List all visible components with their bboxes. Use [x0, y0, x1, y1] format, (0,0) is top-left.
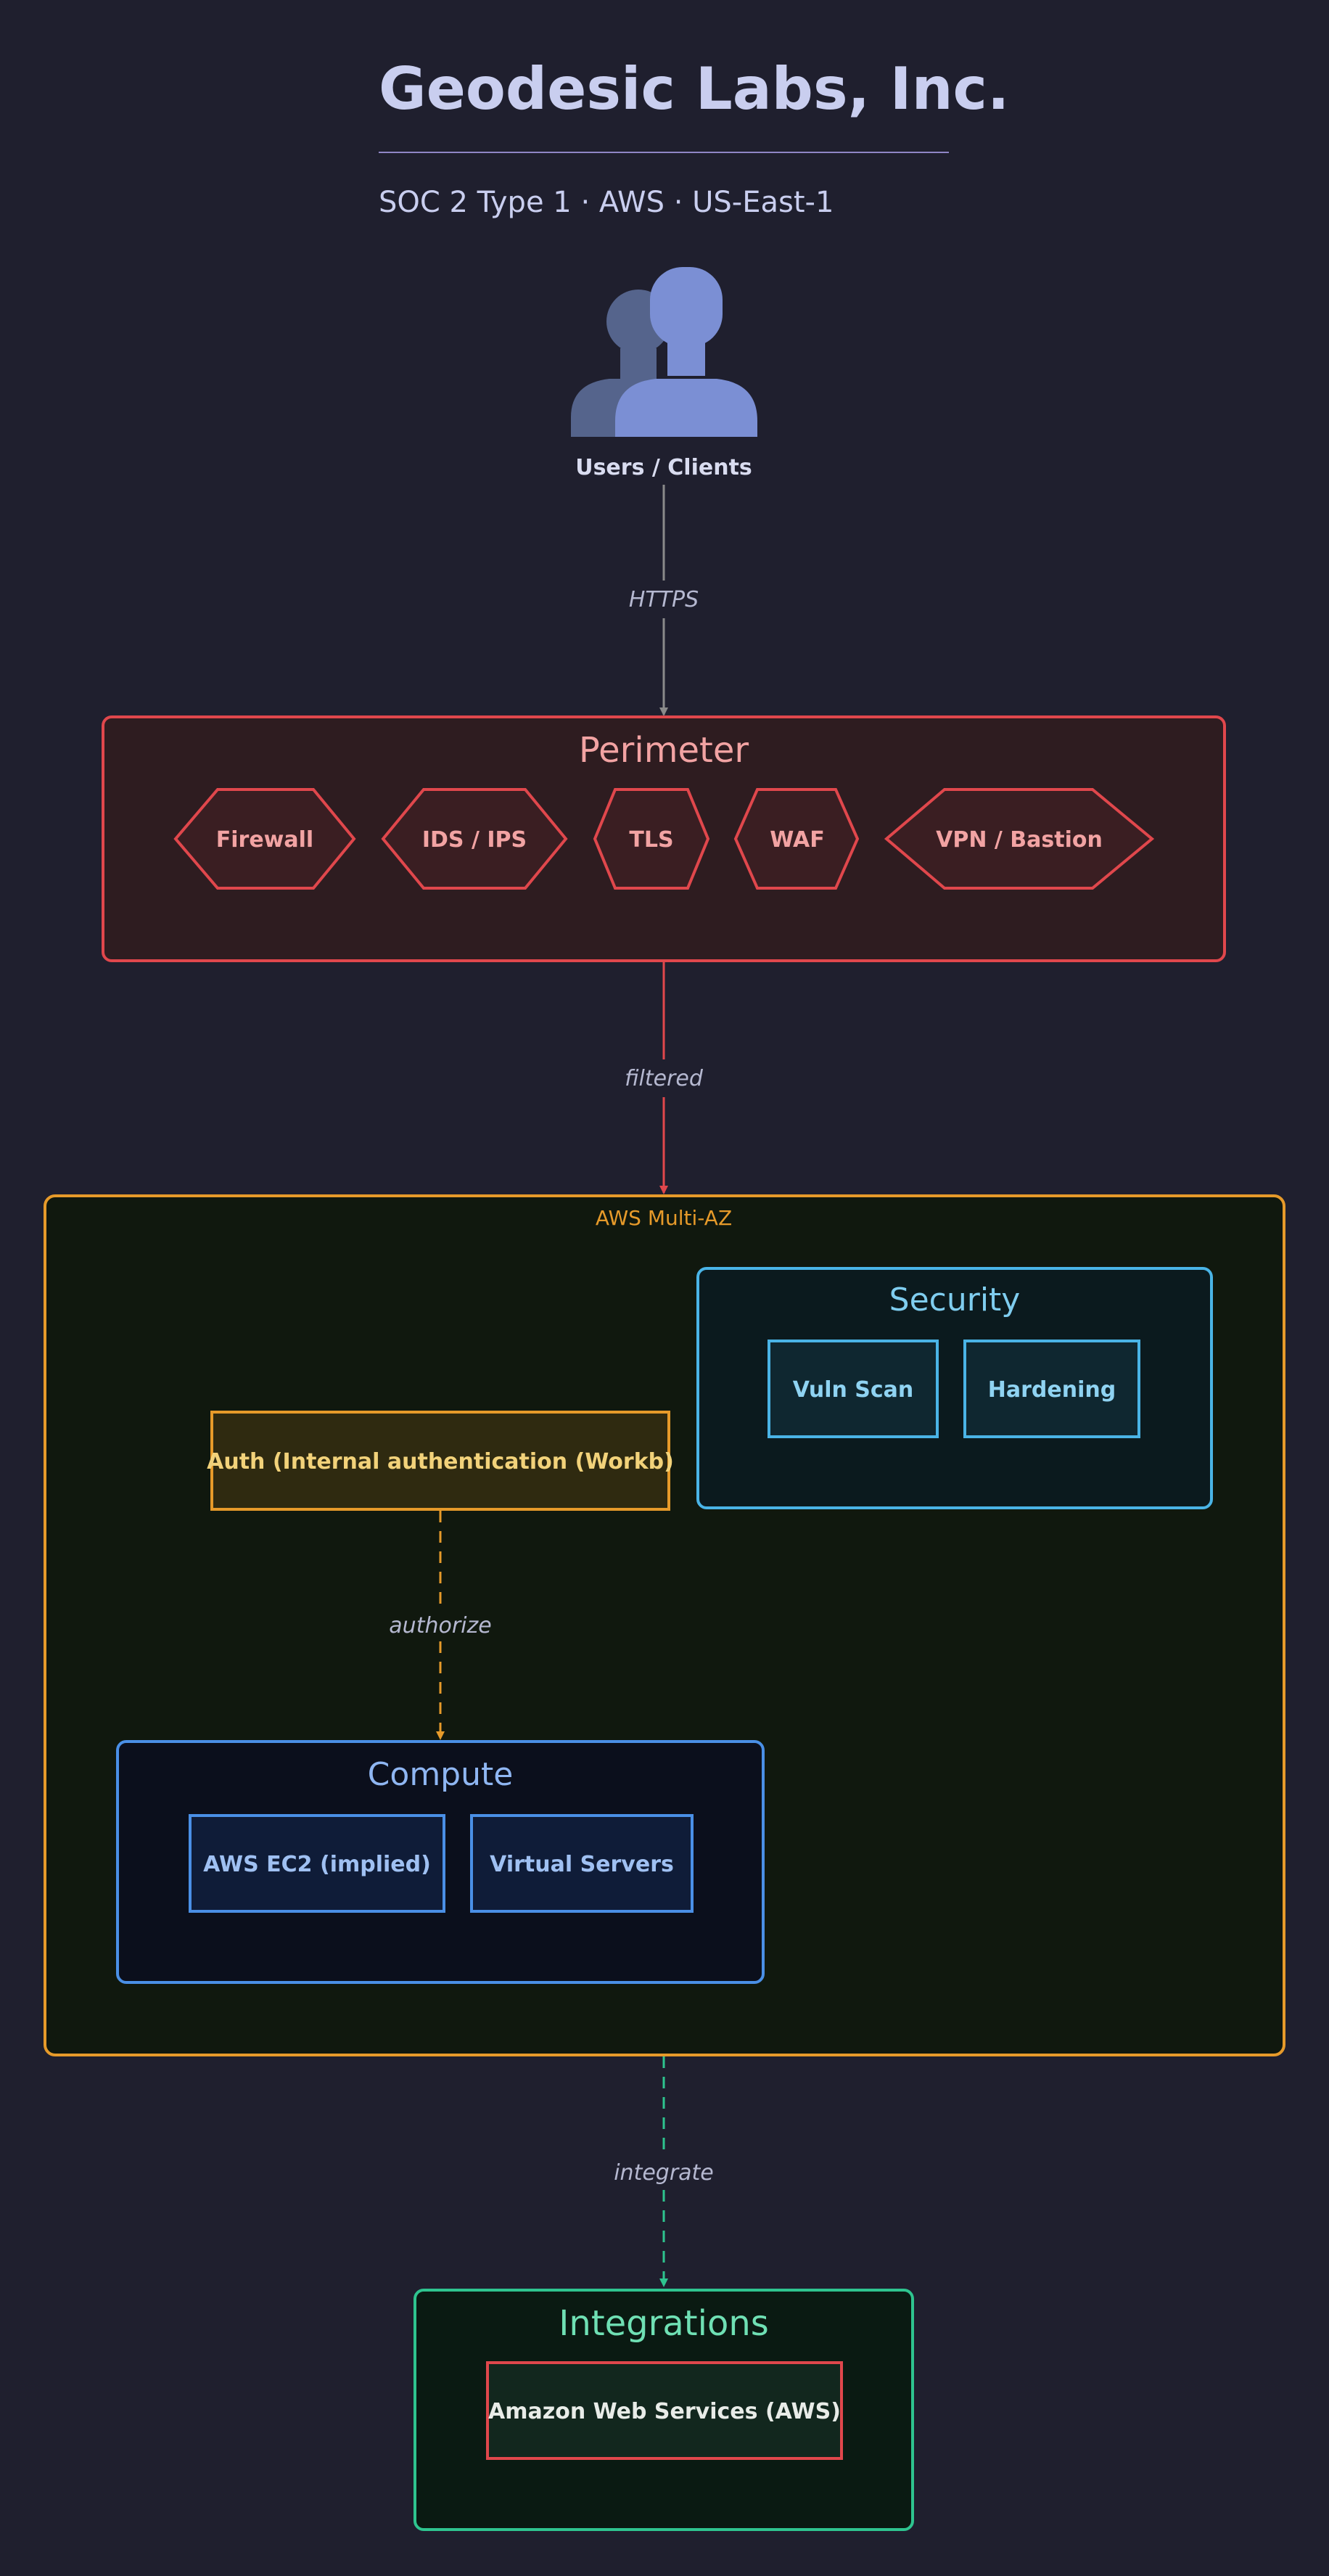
compute-item-virtual-servers: Virtual Servers — [470, 1814, 694, 1913]
perimeter-item-label: VPN / Bastion — [936, 827, 1103, 853]
perimeter-item-label: Firewall — [216, 827, 313, 853]
perimeter-item-vpn-bastion: VPN / Bastion — [884, 788, 1155, 890]
security-item-vuln-scan: Vuln Scan — [768, 1340, 939, 1438]
perimeter-item-label: IDS / IPS — [422, 827, 527, 853]
page-subtitle: SOC 2 Type 1 · AWS · US-East-1 — [379, 186, 834, 219]
perimeter-item-tls: TLS — [593, 788, 710, 890]
security-item-label: Vuln Scan — [793, 1377, 914, 1403]
perimeter-item-ids-ips: IDS / IPS — [381, 788, 568, 890]
security-group — [696, 1267, 1213, 1509]
integration-item-aws: Amazon Web Services (AWS) — [486, 2361, 843, 2460]
integrations-title: Integrations — [559, 2303, 769, 2344]
users-icon — [571, 267, 757, 437]
perimeter-item-label: WAF — [770, 827, 824, 853]
compute-item-label: AWS EC2 (implied) — [203, 1852, 431, 1877]
page-title: Geodesic Labs, Inc. — [379, 55, 1009, 123]
auth-label: Auth (Internal authentication (Workb) — [207, 1449, 674, 1474]
security-item-label: Hardening — [988, 1377, 1116, 1403]
aws-multi-az-label: AWS Multi-AZ — [596, 1206, 732, 1230]
perimeter-title: Perimeter — [579, 730, 749, 771]
edge-label-integrate: integrate — [614, 2160, 714, 2186]
integration-item-label: Amazon Web Services (AWS) — [488, 2399, 841, 2424]
edge-label-authorize: authorize — [389, 1613, 491, 1638]
compute-item-aws-ec2: AWS EC2 (implied) — [189, 1814, 445, 1913]
security-item-hardening: Hardening — [963, 1340, 1140, 1438]
edge-label-https: HTTPS — [629, 587, 699, 612]
users-label: Users / Clients — [575, 455, 752, 480]
perimeter-item-label: TLS — [629, 827, 673, 853]
perimeter-item-waf: WAF — [733, 788, 860, 890]
compute-title: Compute — [368, 1756, 514, 1793]
auth-node: Auth (Internal authentication (Workb) — [207, 1411, 674, 1511]
perimeter-item-firewall: Firewall — [173, 788, 356, 890]
security-title: Security — [889, 1281, 1021, 1318]
edge-label-filtered: filtered — [625, 1066, 704, 1091]
compute-item-label: Virtual Servers — [490, 1852, 674, 1877]
